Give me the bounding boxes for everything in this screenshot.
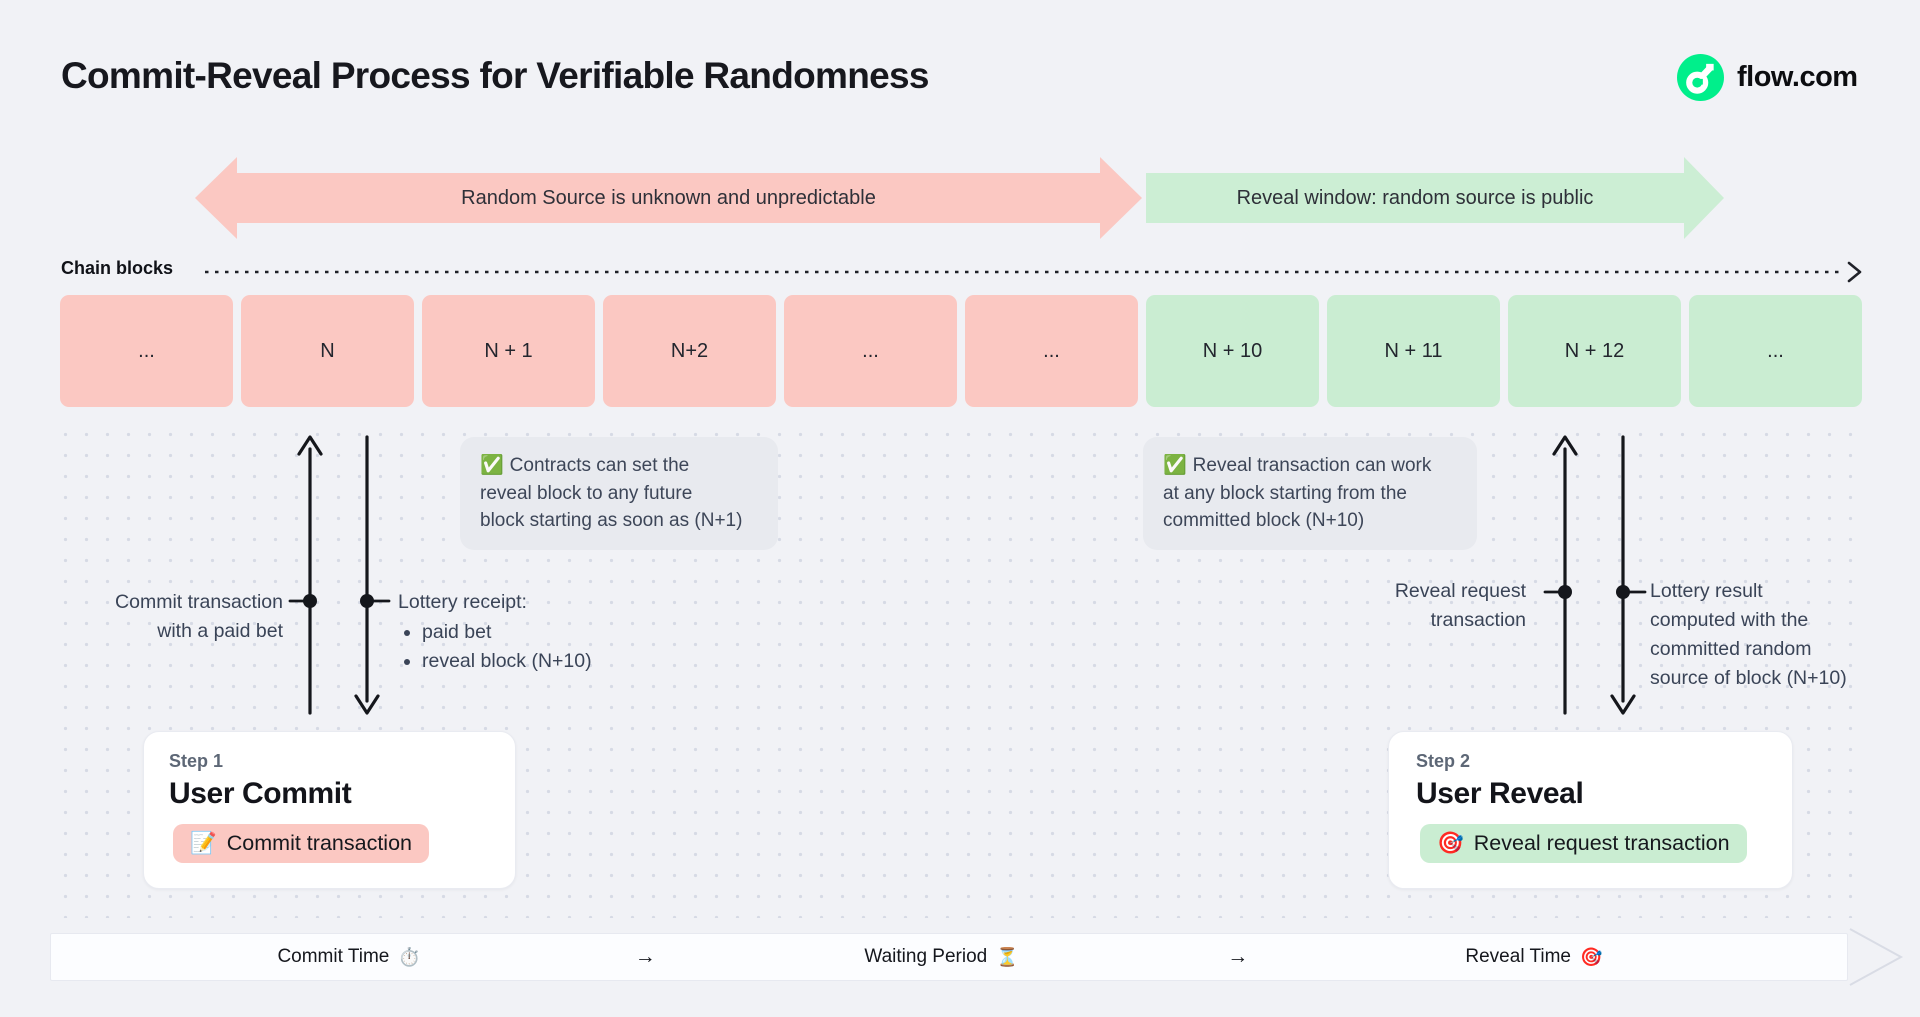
step2-title: User Reveal [1416,777,1584,810]
chain-block: N + 10 [1146,295,1319,407]
lottery-receipt-down-arrow [354,435,391,715]
chain-block: N + 11 [1327,295,1500,407]
commit-up-arrow [288,435,323,715]
right-arrow-icon: → [634,945,656,968]
annotation-line: Reveal request [1394,580,1526,602]
timeline-arrow-separator: → [497,934,793,980]
timeline-label: Commit Time [277,946,390,967]
chain-block: ... [60,295,233,407]
target-icon: 🎯 [1580,946,1603,967]
commit-note: ✅Contracts can set the reveal block to a… [460,437,778,550]
annotation-line: computed with the [1650,609,1809,631]
step1-kicker: Step 1 [169,751,224,771]
timeline-items: Commit Time ⏱️ → Waiting Period ⏳ → Reve… [201,934,1682,980]
chain-block: N [241,295,414,407]
chain-block: N + 12 [1508,295,1681,407]
reveal-request-up-arrow [1543,435,1578,715]
page-title: Commit-Reveal Process for Verifiable Ran… [61,55,929,96]
step1-card: Step 1 User Commit 📝 Commit transaction [143,731,516,889]
flow-brand[interactable]: flow.com [1677,54,1858,101]
reveal-request-pill: 🎯 Reveal request transaction [1420,824,1747,863]
list-item: paid bet [422,618,592,647]
commit-phase-band: Random Source is unknown and unpredictab… [195,157,1142,239]
step2-card: Step 2 User Reveal 🎯 Reveal request tran… [1388,731,1793,889]
commit-connector-dot [303,594,317,608]
step2-kicker: Step 2 [1416,751,1471,771]
pill-label: Reveal request transaction [1473,831,1730,855]
pill-label: Commit transaction [226,831,412,855]
memo-icon: 📝 [190,831,217,855]
commit-note-text: Contracts can set the reveal block to an… [480,455,743,532]
annotation-line: Commit transaction [115,591,283,613]
band-left-arrowhead-icon [195,157,237,239]
timeline-label: Waiting Period [864,946,988,967]
commit-transaction-annotation: Commit transaction with a paid bet [115,588,283,646]
lottery-result-annotation: Lottery result computed with the committ… [1650,577,1847,693]
check-icon: ✅ [480,455,504,476]
list-item: reveal block (N+10) [422,647,592,676]
chain-axis-dotted-arrow [205,261,1862,283]
hourglass-icon: ⏳ [996,946,1019,967]
annotation-line: with a paid bet [157,620,283,642]
annotation-line: Lottery result [1650,580,1763,602]
lottery-receipt-annotation: Lottery receipt: paid bet reveal block (… [398,588,592,676]
band-right-arrowhead-icon [1684,157,1724,239]
band-right-arrowhead-icon [1100,157,1142,239]
step1-title: User Commit [169,777,352,810]
timeline-bar: Commit Time ⏱️ → Waiting Period ⏳ → Reve… [50,933,1848,981]
chain-block: N+2 [603,295,776,407]
lottery-receipt-list: paid bet reveal block (N+10) [398,618,592,676]
check-icon: ✅ [1163,455,1187,476]
brand-name: flow.com [1737,61,1858,93]
reveal-band-body [1146,173,1684,223]
chain-block: ... [1689,295,1862,407]
annotation-line: source of block (N+10) [1650,667,1847,689]
chain-block: N + 1 [422,295,595,407]
stopwatch-icon: ⏱️ [398,946,421,967]
annotation-line: committed random [1650,638,1812,660]
result-connector-dot [1616,585,1630,599]
reveal-note: ✅Reveal transaction can work at any bloc… [1143,437,1477,550]
flow-logo-icon [1677,54,1724,101]
reveal-connector-dot [1558,585,1572,599]
right-arrow-icon: → [1227,945,1249,968]
reveal-note-text: Reveal transaction can work at any block… [1163,455,1432,532]
timeline-reveal-time: Reveal Time 🎯 [1386,934,1682,980]
reveal-phase-band: Reveal window: random source is public [1146,157,1724,239]
timeline-commit-time: Commit Time ⏱️ [201,934,497,980]
chain-block: ... [784,295,957,407]
timeline-end-chevron-icon [1849,928,1904,986]
commit-transaction-pill: 📝 Commit transaction [173,824,429,863]
target-icon: 🎯 [1437,831,1464,855]
annotation-line: transaction [1430,609,1526,631]
commit-band-label: Random Source is unknown and unpredictab… [461,186,876,209]
chain-block: ... [965,295,1138,407]
receipt-connector-dot [360,594,374,608]
lottery-result-down-arrow [1610,435,1647,715]
timeline-arrow-separator: → [1090,934,1386,980]
reveal-band-label: Reveal window: random source is public [1236,186,1594,209]
annotation-title: Lottery receipt: [398,591,527,613]
timeline-waiting-period: Waiting Period ⏳ [793,934,1089,980]
reveal-request-annotation: Reveal request transaction [1395,577,1526,635]
timeline-label: Reveal Time [1465,946,1571,967]
chain-blocks-label: Chain blocks [61,258,174,278]
commit-band-body [237,173,1100,223]
